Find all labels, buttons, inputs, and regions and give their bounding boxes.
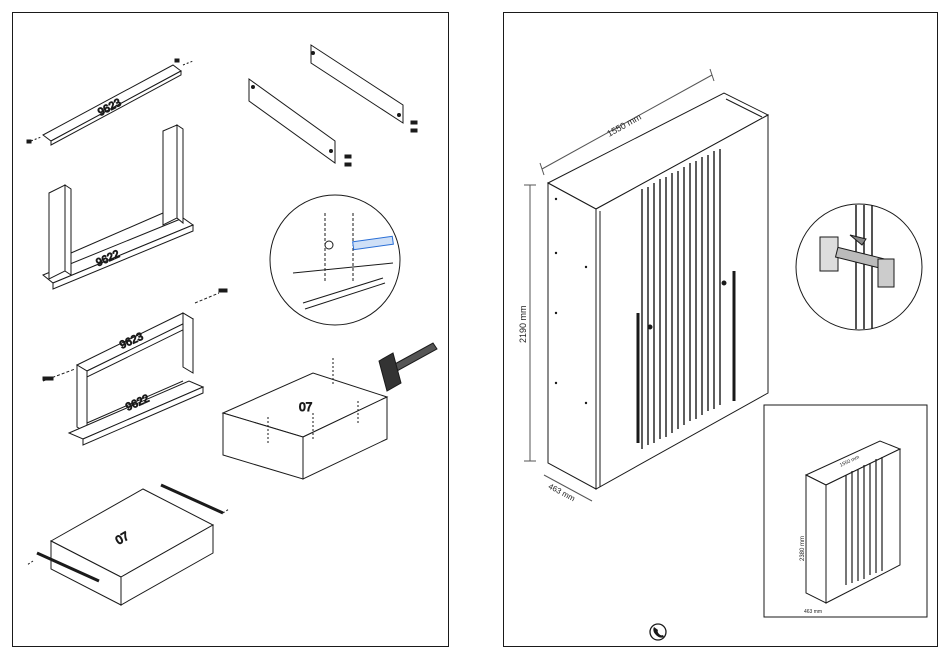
height-dimension: 2190 mm — [518, 305, 528, 343]
part-label-top-board: 9623 — [96, 97, 123, 119]
width-dimension: 1550 mm — [605, 112, 643, 139]
screw-icon — [411, 121, 417, 124]
side-panels-part — [249, 45, 417, 166]
screw-icon — [345, 163, 351, 166]
detail-magnifier — [270, 195, 400, 325]
screw-icon — [175, 59, 179, 62]
part-label-drawer-top: 07 — [299, 400, 313, 414]
drawer-assembly-bottom: 07 — [27, 485, 229, 605]
screw-icon — [43, 377, 53, 380]
drawer-assembly-top: 07 — [223, 358, 387, 479]
wardrobe-overview-panel: 1550 mm 2190 mm 463 mm — [503, 12, 938, 647]
screw-icon — [219, 289, 227, 292]
screw-icon — [27, 140, 31, 143]
inset-preview: 1550 mm 2380 mm 463 mm — [764, 405, 927, 617]
hinge-detail-icon — [796, 204, 922, 330]
hammer-icon — [379, 343, 437, 391]
inset-height-dimension: 2380 mm — [800, 536, 806, 561]
screw-icon — [345, 155, 351, 158]
wardrobe-model — [548, 93, 768, 489]
assembly-steps-drawing: 9623 9622 — [13, 13, 450, 648]
wardrobe-overview-drawing: 1550 mm 2190 mm 463 mm — [504, 13, 939, 648]
assembled-frame-part: 9623 9622 — [43, 289, 227, 445]
assembly-steps-panel: 9623 9622 — [12, 12, 449, 647]
screw-icon — [411, 129, 417, 132]
phone-icon — [650, 624, 666, 640]
inset-depth-dimension: 463 mm — [804, 609, 822, 615]
base-frame-part: 9622 — [43, 125, 193, 289]
